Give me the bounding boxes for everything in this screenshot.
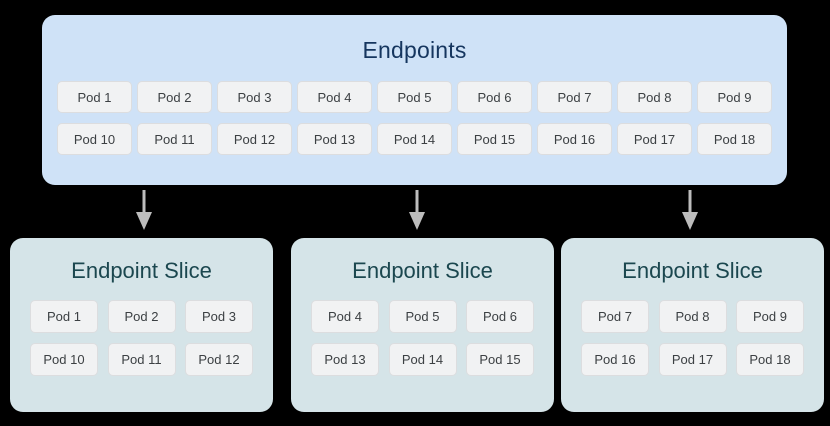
pod-chip[interactable]: Pod 18 — [736, 343, 804, 376]
pod-chip[interactable]: Pod 8 — [658, 300, 727, 333]
pod-chip[interactable]: Pod 14 — [388, 343, 457, 376]
slice-pod-row-2: Pod 10 Pod 11 Pod 12 — [30, 343, 253, 376]
pod-chip[interactable]: Pod 1 — [57, 81, 132, 113]
pod-chip[interactable]: Pod 12 — [217, 123, 292, 155]
pod-chip[interactable]: Pod 9 — [697, 81, 772, 113]
pod-chip[interactable]: Pod 5 — [377, 81, 452, 113]
pod-chip[interactable]: Pod 1 — [30, 300, 98, 333]
pod-chip[interactable]: Pod 13 — [297, 123, 372, 155]
pod-chip[interactable]: Pod 5 — [388, 300, 457, 333]
pod-chip[interactable]: Pod 7 — [581, 300, 649, 333]
pod-chip[interactable]: Pod 11 — [107, 343, 176, 376]
endpoint-slice-panel-1: Endpoint Slice Pod 1 Pod 2 Pod 3 Pod 10 … — [10, 238, 273, 412]
slice-pod-row-1: Pod 7 Pod 8 Pod 9 — [581, 300, 804, 333]
down-arrow-icon — [409, 190, 425, 230]
slice-pod-row-1: Pod 4 Pod 5 Pod 6 — [311, 300, 534, 333]
pod-chip[interactable]: Pod 17 — [658, 343, 727, 376]
endpoints-pod-row-1: Pod 1 Pod 2 Pod 3 Pod 4 Pod 5 Pod 6 Pod … — [57, 81, 772, 113]
pod-chip[interactable]: Pod 14 — [377, 123, 452, 155]
endpoints-title: Endpoints — [362, 37, 467, 63]
pod-chip[interactable]: Pod 17 — [617, 123, 692, 155]
endpoint-slice-panel-2: Endpoint Slice Pod 4 Pod 5 Pod 6 Pod 13 … — [291, 238, 554, 412]
endpoints-pod-row-2: Pod 10 Pod 11 Pod 12 Pod 13 Pod 14 Pod 1… — [57, 123, 772, 155]
endpoint-slice-panel-3: Endpoint Slice Pod 7 Pod 8 Pod 9 Pod 16 … — [561, 238, 824, 412]
pod-chip[interactable]: Pod 16 — [537, 123, 612, 155]
pod-chip[interactable]: Pod 2 — [137, 81, 212, 113]
pod-chip[interactable]: Pod 12 — [185, 343, 253, 376]
endpoints-pod-grid: Pod 1 Pod 2 Pod 3 Pod 4 Pod 5 Pod 6 Pod … — [42, 81, 787, 155]
endpoints-panel: Endpoints Pod 1 Pod 2 Pod 3 Pod 4 Pod 5 … — [42, 15, 787, 185]
down-arrow-icon — [136, 190, 152, 230]
pod-chip[interactable]: Pod 10 — [57, 123, 132, 155]
pod-chip[interactable]: Pod 6 — [466, 300, 534, 333]
slice-pod-row-1: Pod 1 Pod 2 Pod 3 — [30, 300, 253, 333]
endpoint-slice-title: Endpoint Slice — [71, 258, 212, 283]
slice-pod-grid: Pod 7 Pod 8 Pod 9 Pod 16 Pod 17 Pod 18 — [561, 300, 824, 376]
pod-chip[interactable]: Pod 13 — [311, 343, 379, 376]
slice-pod-grid: Pod 4 Pod 5 Pod 6 Pod 13 Pod 14 Pod 15 — [291, 300, 554, 376]
down-arrow-icon — [682, 190, 698, 230]
pod-chip[interactable]: Pod 4 — [311, 300, 379, 333]
pod-chip[interactable]: Pod 8 — [617, 81, 692, 113]
pod-chip[interactable]: Pod 16 — [581, 343, 649, 376]
pod-chip[interactable]: Pod 18 — [697, 123, 772, 155]
slice-pod-row-2: Pod 13 Pod 14 Pod 15 — [311, 343, 534, 376]
pod-chip[interactable]: Pod 3 — [185, 300, 253, 333]
slice-pod-grid: Pod 1 Pod 2 Pod 3 Pod 10 Pod 11 Pod 12 — [10, 300, 273, 376]
pod-chip[interactable]: Pod 9 — [736, 300, 804, 333]
pod-chip[interactable]: Pod 6 — [457, 81, 532, 113]
pod-chip[interactable]: Pod 10 — [30, 343, 98, 376]
endpoint-slice-title: Endpoint Slice — [352, 258, 493, 283]
pod-chip[interactable]: Pod 15 — [457, 123, 532, 155]
pod-chip[interactable]: Pod 11 — [137, 123, 212, 155]
pod-chip[interactable]: Pod 2 — [107, 300, 176, 333]
pod-chip[interactable]: Pod 3 — [217, 81, 292, 113]
pod-chip[interactable]: Pod 7 — [537, 81, 612, 113]
pod-chip[interactable]: Pod 4 — [297, 81, 372, 113]
pod-chip[interactable]: Pod 15 — [466, 343, 534, 376]
slice-pod-row-2: Pod 16 Pod 17 Pod 18 — [581, 343, 804, 376]
endpoint-slice-title: Endpoint Slice — [622, 258, 763, 283]
